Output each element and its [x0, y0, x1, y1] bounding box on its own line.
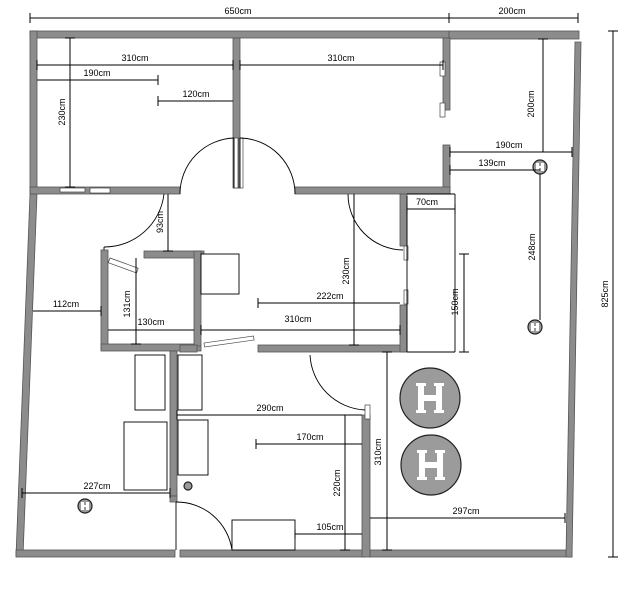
column-small-2	[527, 319, 543, 335]
dim-niche-depth: 150cm	[450, 288, 460, 315]
doors	[103, 137, 456, 551]
dim-niche: 70cm	[416, 197, 438, 207]
dim-hall-depth: 230cm	[341, 257, 351, 284]
dim-north-right: 310cm	[327, 53, 354, 63]
dim-hall-total: 310cm	[284, 314, 311, 324]
dim-north-inner: 190cm	[83, 68, 110, 78]
dim-overall-height: 825cm	[600, 280, 610, 307]
dim-side-gap: 112cm	[53, 299, 79, 309]
dim-annex-inner: 190cm	[495, 140, 522, 150]
dim-left-gap: 227cm	[83, 481, 110, 491]
dim-south-room-depth: 220cm	[332, 469, 342, 496]
dim-annex-length: 248cm	[527, 233, 537, 260]
dim-north-closet: 120cm	[182, 89, 209, 99]
dim-hall-length: 222cm	[316, 291, 343, 301]
furniture	[123, 253, 296, 551]
dimension-lines	[21, 13, 618, 558]
column-small-1	[532, 159, 548, 175]
dimension-labels: 650cm 200cm 310cm 310cm 190cm 120cm 230c…	[53, 6, 610, 532]
dim-north-depth: 230cm	[57, 98, 67, 125]
dim-south-room-width: 290cm	[256, 403, 283, 413]
dim-annex-offset: 139cm	[478, 158, 505, 168]
dim-room-width: 130cm	[137, 317, 164, 327]
column-tiny	[183, 481, 193, 491]
column-small-3	[77, 498, 93, 514]
dim-north-left: 310cm	[121, 53, 148, 63]
walls	[15, 30, 582, 558]
dim-yard-width: 297cm	[452, 506, 479, 516]
dim-annex-depth: 200cm	[526, 90, 536, 117]
dim-shelf: 105cm	[316, 522, 343, 532]
dim-annex-width: 200cm	[498, 6, 525, 16]
dim-stair-depth: 93cm	[155, 211, 165, 233]
dim-south-inner: 170cm	[296, 432, 323, 442]
dim-room-depth: 131cm	[122, 290, 132, 317]
column-large-2	[400, 434, 462, 496]
dim-yard-depth: 310cm	[373, 438, 383, 465]
dim-overall-width: 650cm	[224, 6, 251, 16]
column-large-1	[399, 367, 461, 429]
columns	[77, 159, 548, 514]
